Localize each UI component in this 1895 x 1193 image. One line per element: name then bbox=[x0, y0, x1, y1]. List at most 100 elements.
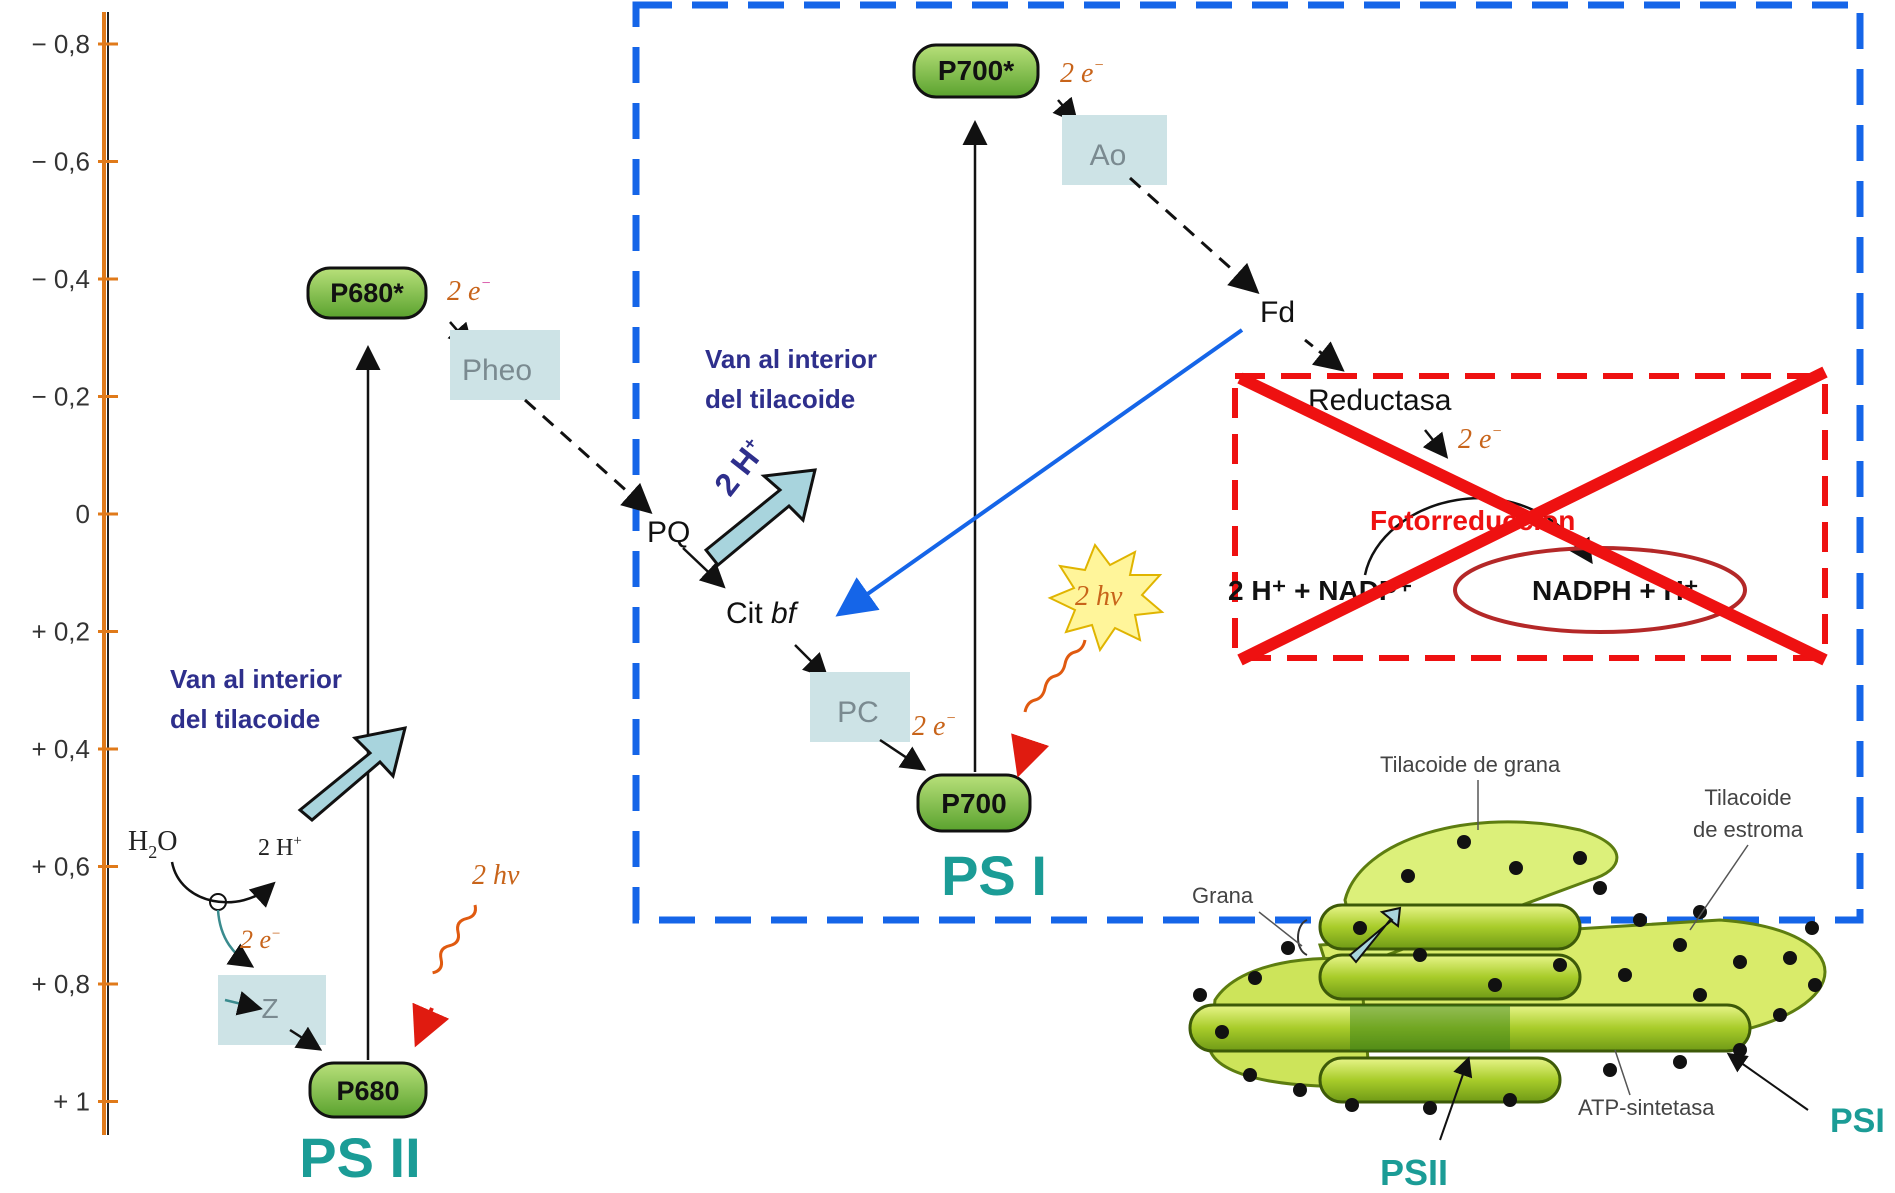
axis-ticks: − 0,8− 0,6− 0,4− 0,20+ 0,2+ 0,4+ 0,6+ 0,… bbox=[31, 29, 118, 1117]
thylakoid-illustration bbox=[1188, 820, 1827, 1104]
pc-electrons: 2 e− bbox=[912, 710, 956, 742]
reductase-electrons-sup: − bbox=[1491, 423, 1502, 440]
pc-to-p700-arrow bbox=[879, 738, 927, 771]
grana-disc-2 bbox=[1318, 953, 1582, 1001]
ribosome-dot bbox=[1773, 1008, 1787, 1022]
ribosome-dot bbox=[1808, 978, 1822, 992]
grana-disc-4 bbox=[1318, 1056, 1562, 1104]
psi-arrow bbox=[1726, 1052, 1809, 1111]
p680-electrons: 2 e− bbox=[447, 275, 491, 307]
psi-highlight-box bbox=[632, 1, 1864, 924]
p700-electrons-text: 2 e bbox=[1060, 58, 1093, 89]
p680-electrons-sup: − bbox=[480, 275, 491, 292]
ribosome-dot bbox=[1633, 913, 1647, 927]
axis-tick-label: + 1 bbox=[53, 1087, 90, 1117]
ps2-protons: 2 H+ bbox=[258, 833, 302, 861]
water-sub: 2 bbox=[148, 842, 157, 862]
axis-tick-label: − 0,6 bbox=[31, 147, 90, 177]
ps1-light-label: 2 hν bbox=[1075, 581, 1123, 612]
thylakoid-arrow bbox=[1348, 906, 1402, 964]
axis-tick-label: − 0,8 bbox=[31, 29, 90, 59]
z-arrow-out bbox=[289, 1026, 323, 1051]
ribosome-dot bbox=[1733, 955, 1747, 969]
ribosome-dot bbox=[1553, 958, 1567, 972]
stroma-leader bbox=[1689, 844, 1749, 931]
p680-pill bbox=[308, 1061, 428, 1119]
axis-tick-label: + 0,2 bbox=[31, 617, 90, 647]
cit-italic: bf bbox=[771, 597, 799, 630]
ribosome-dot bbox=[1248, 971, 1262, 985]
reductase-label: Reductasa bbox=[1308, 384, 1452, 417]
reductase-electrons: 2 e− bbox=[1458, 423, 1502, 455]
ribosome-dot bbox=[1573, 851, 1587, 865]
psii-label: PSII bbox=[1380, 1152, 1448, 1193]
p700-excited-label: P700* bbox=[938, 55, 1014, 86]
cit-to-pc-arrow bbox=[794, 644, 829, 679]
grana-brace bbox=[1297, 919, 1308, 956]
fd-label: Fd bbox=[1260, 296, 1295, 329]
ps2-note-line1: Van al interior bbox=[170, 664, 342, 694]
ribosome-dot bbox=[1693, 988, 1707, 1002]
pc-label: PC bbox=[837, 696, 879, 729]
pc-box bbox=[810, 672, 910, 742]
ribosome-dot bbox=[1281, 941, 1295, 955]
ps2-light-arrow bbox=[412, 1002, 450, 1048]
ps2-protons-sup: + bbox=[293, 833, 301, 849]
atp-synthase-label: ATP-sintetasa bbox=[1578, 1095, 1715, 1120]
cit-text: Cit bbox=[726, 597, 763, 630]
ribosome-dot bbox=[1413, 948, 1427, 962]
ribosome-dots bbox=[1193, 835, 1822, 1115]
psii-arrow bbox=[1439, 1056, 1473, 1141]
ribosome-dot bbox=[1345, 1098, 1359, 1112]
axis-tick-label: + 0,6 bbox=[31, 852, 90, 882]
p700-electrons: 2 e− bbox=[1060, 57, 1104, 89]
ribosome-dot bbox=[1457, 835, 1471, 849]
ps2-water-electrons-sup: − bbox=[271, 926, 281, 942]
cross-line-2 bbox=[1237, 366, 1828, 666]
ribosome-dot bbox=[1293, 1083, 1307, 1097]
p680-label: P680 bbox=[336, 1076, 399, 1106]
ps2-note-line2: del tilacoide bbox=[170, 704, 320, 734]
ribosome-dot bbox=[1503, 1093, 1517, 1107]
pheo-to-pq-arrow bbox=[524, 398, 653, 514]
ribosome-dot bbox=[1488, 978, 1502, 992]
grana-label: Grana bbox=[1192, 883, 1254, 908]
cyclic-flow-arrow bbox=[835, 328, 1244, 617]
pc-electrons-text: 2 e bbox=[912, 711, 945, 742]
ribosome-dot bbox=[1193, 988, 1207, 1002]
ps2-water-electrons: 2 e− bbox=[240, 925, 281, 954]
ribosome-dot bbox=[1618, 968, 1632, 982]
ao-to-fd-arrow bbox=[1128, 176, 1260, 295]
ps2-label: PS II bbox=[299, 1126, 420, 1189]
reductase-box bbox=[1232, 373, 1828, 661]
psii-stack-band bbox=[1350, 1005, 1510, 1051]
atp-leader bbox=[1614, 1049, 1631, 1096]
ribosome-dot bbox=[1783, 951, 1797, 965]
p680-excited-label: P680* bbox=[330, 278, 404, 308]
ribosome-dot bbox=[1693, 905, 1707, 919]
chain-note-line1: Van al interior bbox=[705, 344, 877, 374]
reductase-arrow bbox=[1422, 429, 1449, 459]
cit-label: Cit bf bbox=[726, 597, 799, 630]
chain-note-line2: del tilacoide bbox=[705, 384, 855, 414]
water-o: O bbox=[157, 826, 177, 857]
chain-proton-label: 2 H+ bbox=[707, 433, 773, 503]
p680-electrons-text: 2 e bbox=[447, 276, 480, 307]
axis-tick-label: 0 bbox=[76, 499, 90, 529]
axis-tick-label: − 0,2 bbox=[31, 382, 90, 412]
chain-proton-text: 2 H bbox=[707, 441, 766, 502]
p700-label: P700 bbox=[941, 788, 1006, 819]
p680-excited-pill bbox=[306, 266, 428, 320]
pc-electrons-sup: − bbox=[945, 710, 956, 727]
pheo-box bbox=[450, 330, 560, 400]
water-split-arrow bbox=[170, 861, 276, 908]
ribosome-dot bbox=[1603, 1063, 1617, 1077]
ribosome-dot bbox=[1215, 1025, 1229, 1039]
reductase-electrons-text: 2 e bbox=[1458, 424, 1491, 455]
grana-disc-1 bbox=[1318, 903, 1582, 951]
ribosome-dot bbox=[1243, 1068, 1257, 1082]
axis-tick-label: + 0,4 bbox=[31, 734, 90, 764]
ribosome-dot bbox=[1673, 938, 1687, 952]
pheo-label: Pheo bbox=[462, 354, 532, 387]
